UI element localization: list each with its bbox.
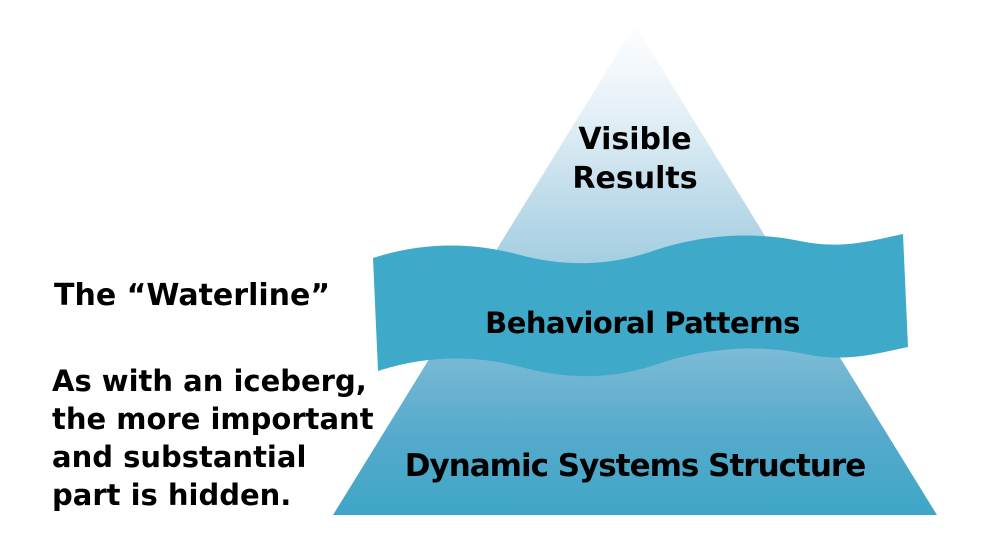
pyramid-middle-label: Behavioral Patterns bbox=[485, 306, 800, 340]
caption-line: and substantial bbox=[52, 440, 307, 474]
waterline-annotation: The “Waterline” bbox=[54, 278, 331, 313]
pyramid-top-label-line2: Results bbox=[572, 161, 698, 196]
caption-line: As with an iceberg, bbox=[52, 364, 367, 398]
caption-line: part is hidden. bbox=[52, 478, 292, 512]
pyramid-top-label: Visible Results bbox=[535, 120, 735, 198]
pyramid-top-label-line1: Visible bbox=[578, 122, 692, 157]
caption-line: the more important bbox=[52, 402, 374, 436]
pyramid-bottom-label: Dynamic Systems Structure bbox=[404, 448, 866, 484]
iceberg-caption: As with an iceberg, the more important a… bbox=[52, 362, 374, 514]
waterline-band-shape bbox=[373, 234, 908, 377]
